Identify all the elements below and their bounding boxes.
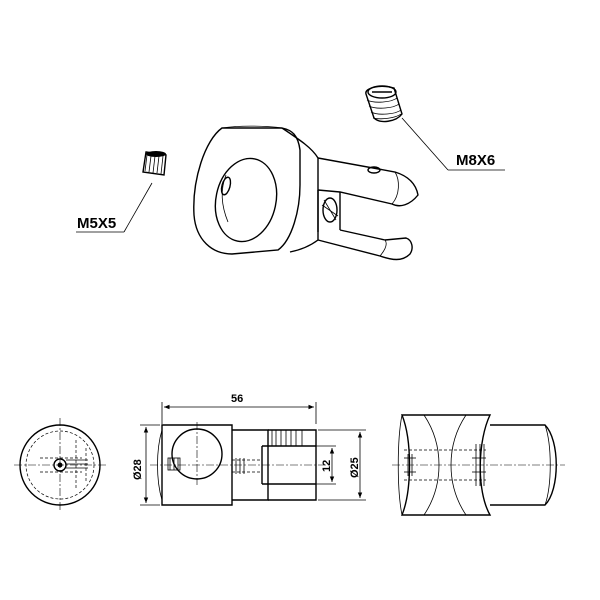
callout-m8x6: M8X6 <box>456 152 495 169</box>
iso-body-top-edge <box>221 125 283 129</box>
dimension-slot-width: 12 <box>316 445 336 485</box>
isometric-view <box>193 125 419 261</box>
dim-end-diameter-value: Ø25 <box>349 457 361 478</box>
dim-slot-width-value: 12 <box>321 460 333 472</box>
dimension-length: 56 <box>161 393 317 424</box>
set-screw-m5x5 <box>142 151 167 176</box>
iso-body-outline <box>193 127 301 255</box>
leader-m8x6 <box>401 117 449 171</box>
set-screw-m8x6 <box>365 85 403 123</box>
dimension-end-diameter: Ø25 <box>318 429 366 501</box>
front-view <box>150 422 330 506</box>
iso-fork-upper <box>317 157 419 207</box>
callout-m5x5: M5X5 <box>77 215 116 232</box>
dim-body-diameter-value: Ø28 <box>132 459 144 480</box>
leader-m5x5 <box>123 182 153 233</box>
iso-fork-slot <box>317 190 386 241</box>
dimension-body-diameter: Ø28 <box>132 424 160 506</box>
side-view <box>392 414 565 516</box>
iso-fork-lower <box>317 237 413 261</box>
dim-length-value: 56 <box>231 393 243 405</box>
iso-cross-hole <box>214 157 278 243</box>
end-view <box>14 418 106 512</box>
